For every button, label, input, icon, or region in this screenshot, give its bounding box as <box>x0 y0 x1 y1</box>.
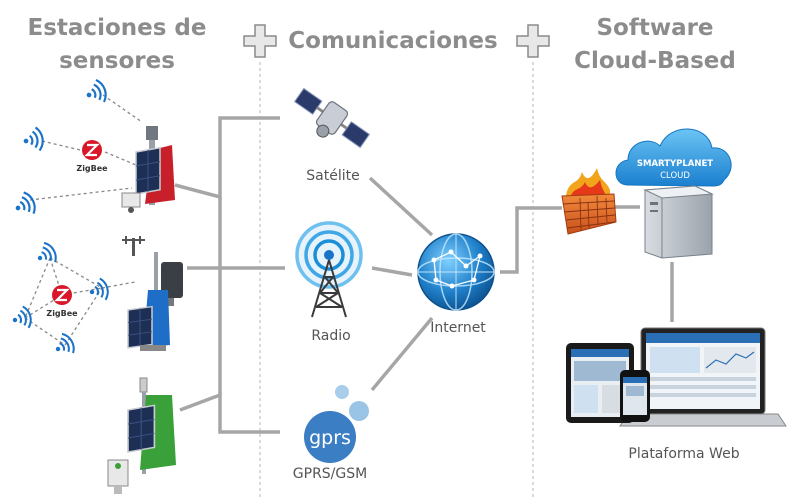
sensor-station-red <box>121 126 175 213</box>
zigbee-label: ZigBee <box>46 309 78 318</box>
satellite-label: Satélite <box>306 168 359 184</box>
cloud-icon: SMARTYPLANET CLOUD <box>615 128 732 187</box>
header-communications: Comunicaciones <box>288 28 497 54</box>
header-software-line1: Software <box>596 15 713 41</box>
zigbee-logo: ZigBee <box>76 140 108 173</box>
gprs-logo: gprs <box>304 385 369 463</box>
plus-icon <box>516 24 550 58</box>
wifi-icon <box>9 189 40 221</box>
internet-label: Internet <box>430 320 486 336</box>
cloud-brand: SMARTYPLANET <box>637 159 713 169</box>
plus-icon <box>243 24 277 58</box>
zigbee-label: ZigBee <box>76 164 108 173</box>
firewall-icon <box>561 168 617 235</box>
wifi-icon <box>20 125 46 155</box>
phone-icon <box>620 370 650 422</box>
connector-lines <box>174 116 674 434</box>
globe-icon <box>417 233 495 311</box>
cloud-sub: CLOUD <box>660 171 690 181</box>
server-icon <box>643 185 714 259</box>
sensor-station-blue <box>122 236 183 351</box>
web-platform-label: Plataforma Web <box>628 446 739 462</box>
wifi-icon <box>31 239 61 270</box>
zigbee-logo: ZigBee <box>46 285 78 318</box>
wifi-icon <box>49 330 79 361</box>
sensor-station-green <box>107 377 176 494</box>
wifi-icon <box>85 276 112 305</box>
satellite-icon <box>293 87 371 149</box>
radio-tower-icon <box>295 221 363 318</box>
wifi-icon <box>81 77 110 108</box>
radio-label: Radio <box>311 328 350 344</box>
header-software-line2: Cloud-Based <box>574 48 736 74</box>
laptop-icon <box>619 327 787 427</box>
header-sensors-line2: sensores <box>59 48 175 74</box>
tablet-icon <box>566 343 634 423</box>
header-sensors-line1: Estaciones de <box>28 15 207 41</box>
wifi-icon <box>8 304 35 333</box>
mesh-links <box>24 94 143 346</box>
gprs-label: GPRS/GSM <box>293 466 367 482</box>
gprs-logo-text: gprs <box>309 427 351 449</box>
